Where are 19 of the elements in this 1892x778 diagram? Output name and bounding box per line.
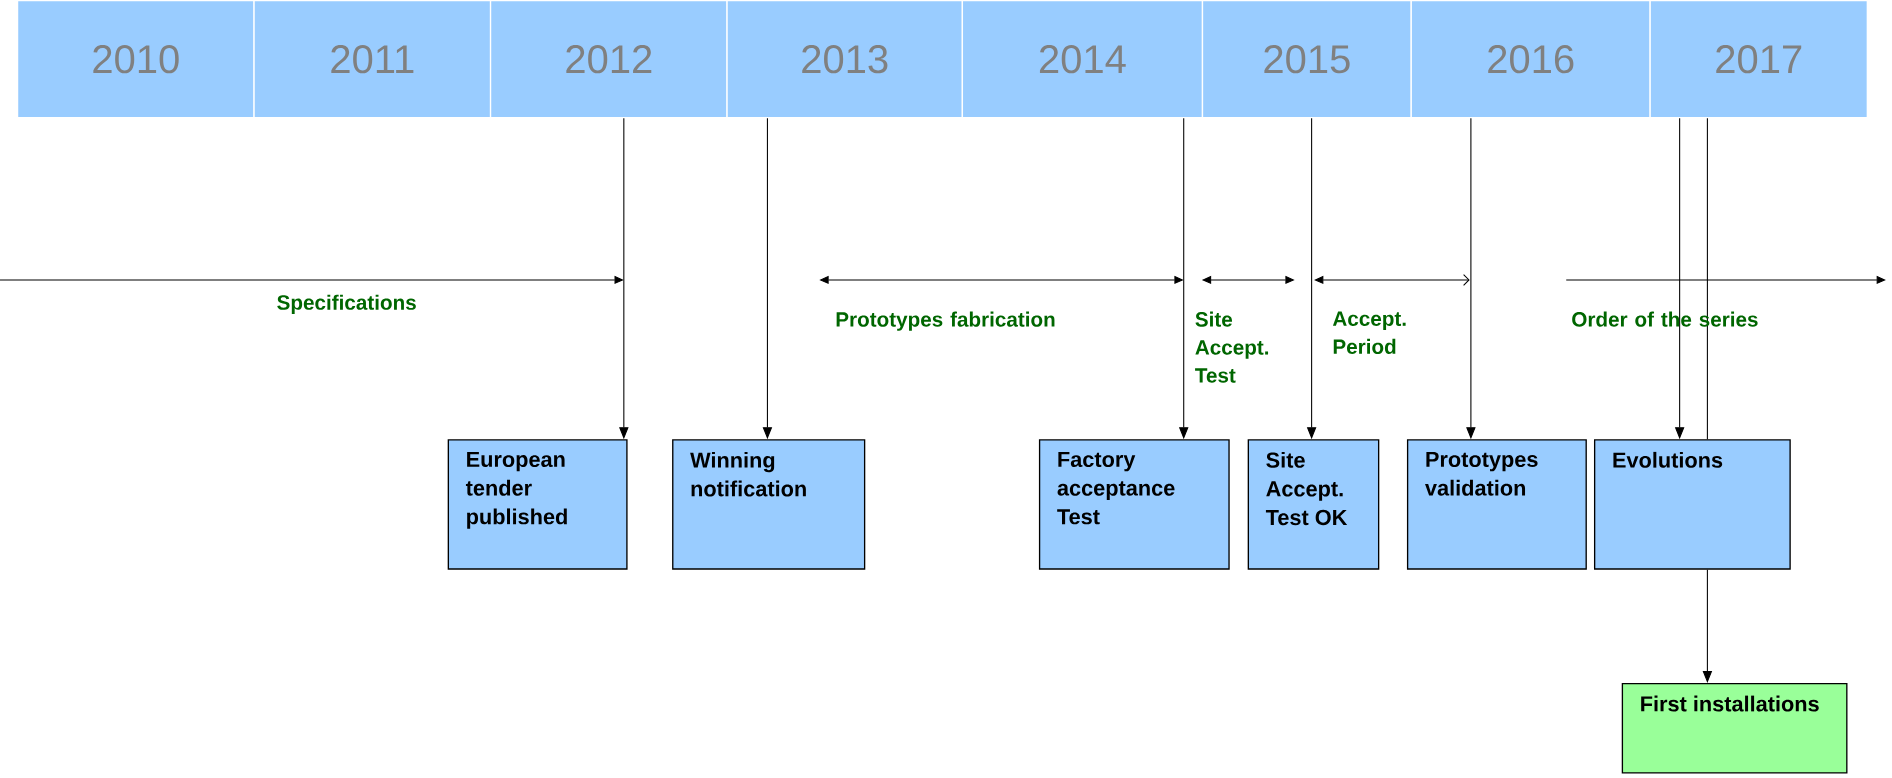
span-label: Specifications	[277, 294, 416, 314]
year-band: 2017	[1649, 0, 1868, 119]
year-band: 2013	[726, 0, 964, 119]
event-box: First installations	[1621, 682, 1848, 774]
event-box: Prototypes validation	[1406, 439, 1587, 570]
event-box: Evolutions	[1593, 439, 1791, 570]
event-box: Winning notification	[672, 439, 866, 570]
year-band: 2014	[961, 0, 1204, 119]
year-band: 2015	[1201, 0, 1412, 119]
span-label: Prototypes fabrication	[836, 311, 1055, 331]
event-box: Factory acceptance Test	[1038, 439, 1230, 570]
span-label: Site Accept. Test	[1195, 311, 1269, 383]
span-label: Accept. Period	[1332, 311, 1406, 354]
year-band: 2011	[253, 0, 492, 119]
year-band: 2012	[489, 0, 728, 119]
event-box: Site Accept. Test OK	[1247, 439, 1380, 570]
event-box: European tender published	[447, 439, 628, 570]
year-band: 2010	[16, 0, 255, 119]
year-band: 2016	[1410, 0, 1651, 119]
